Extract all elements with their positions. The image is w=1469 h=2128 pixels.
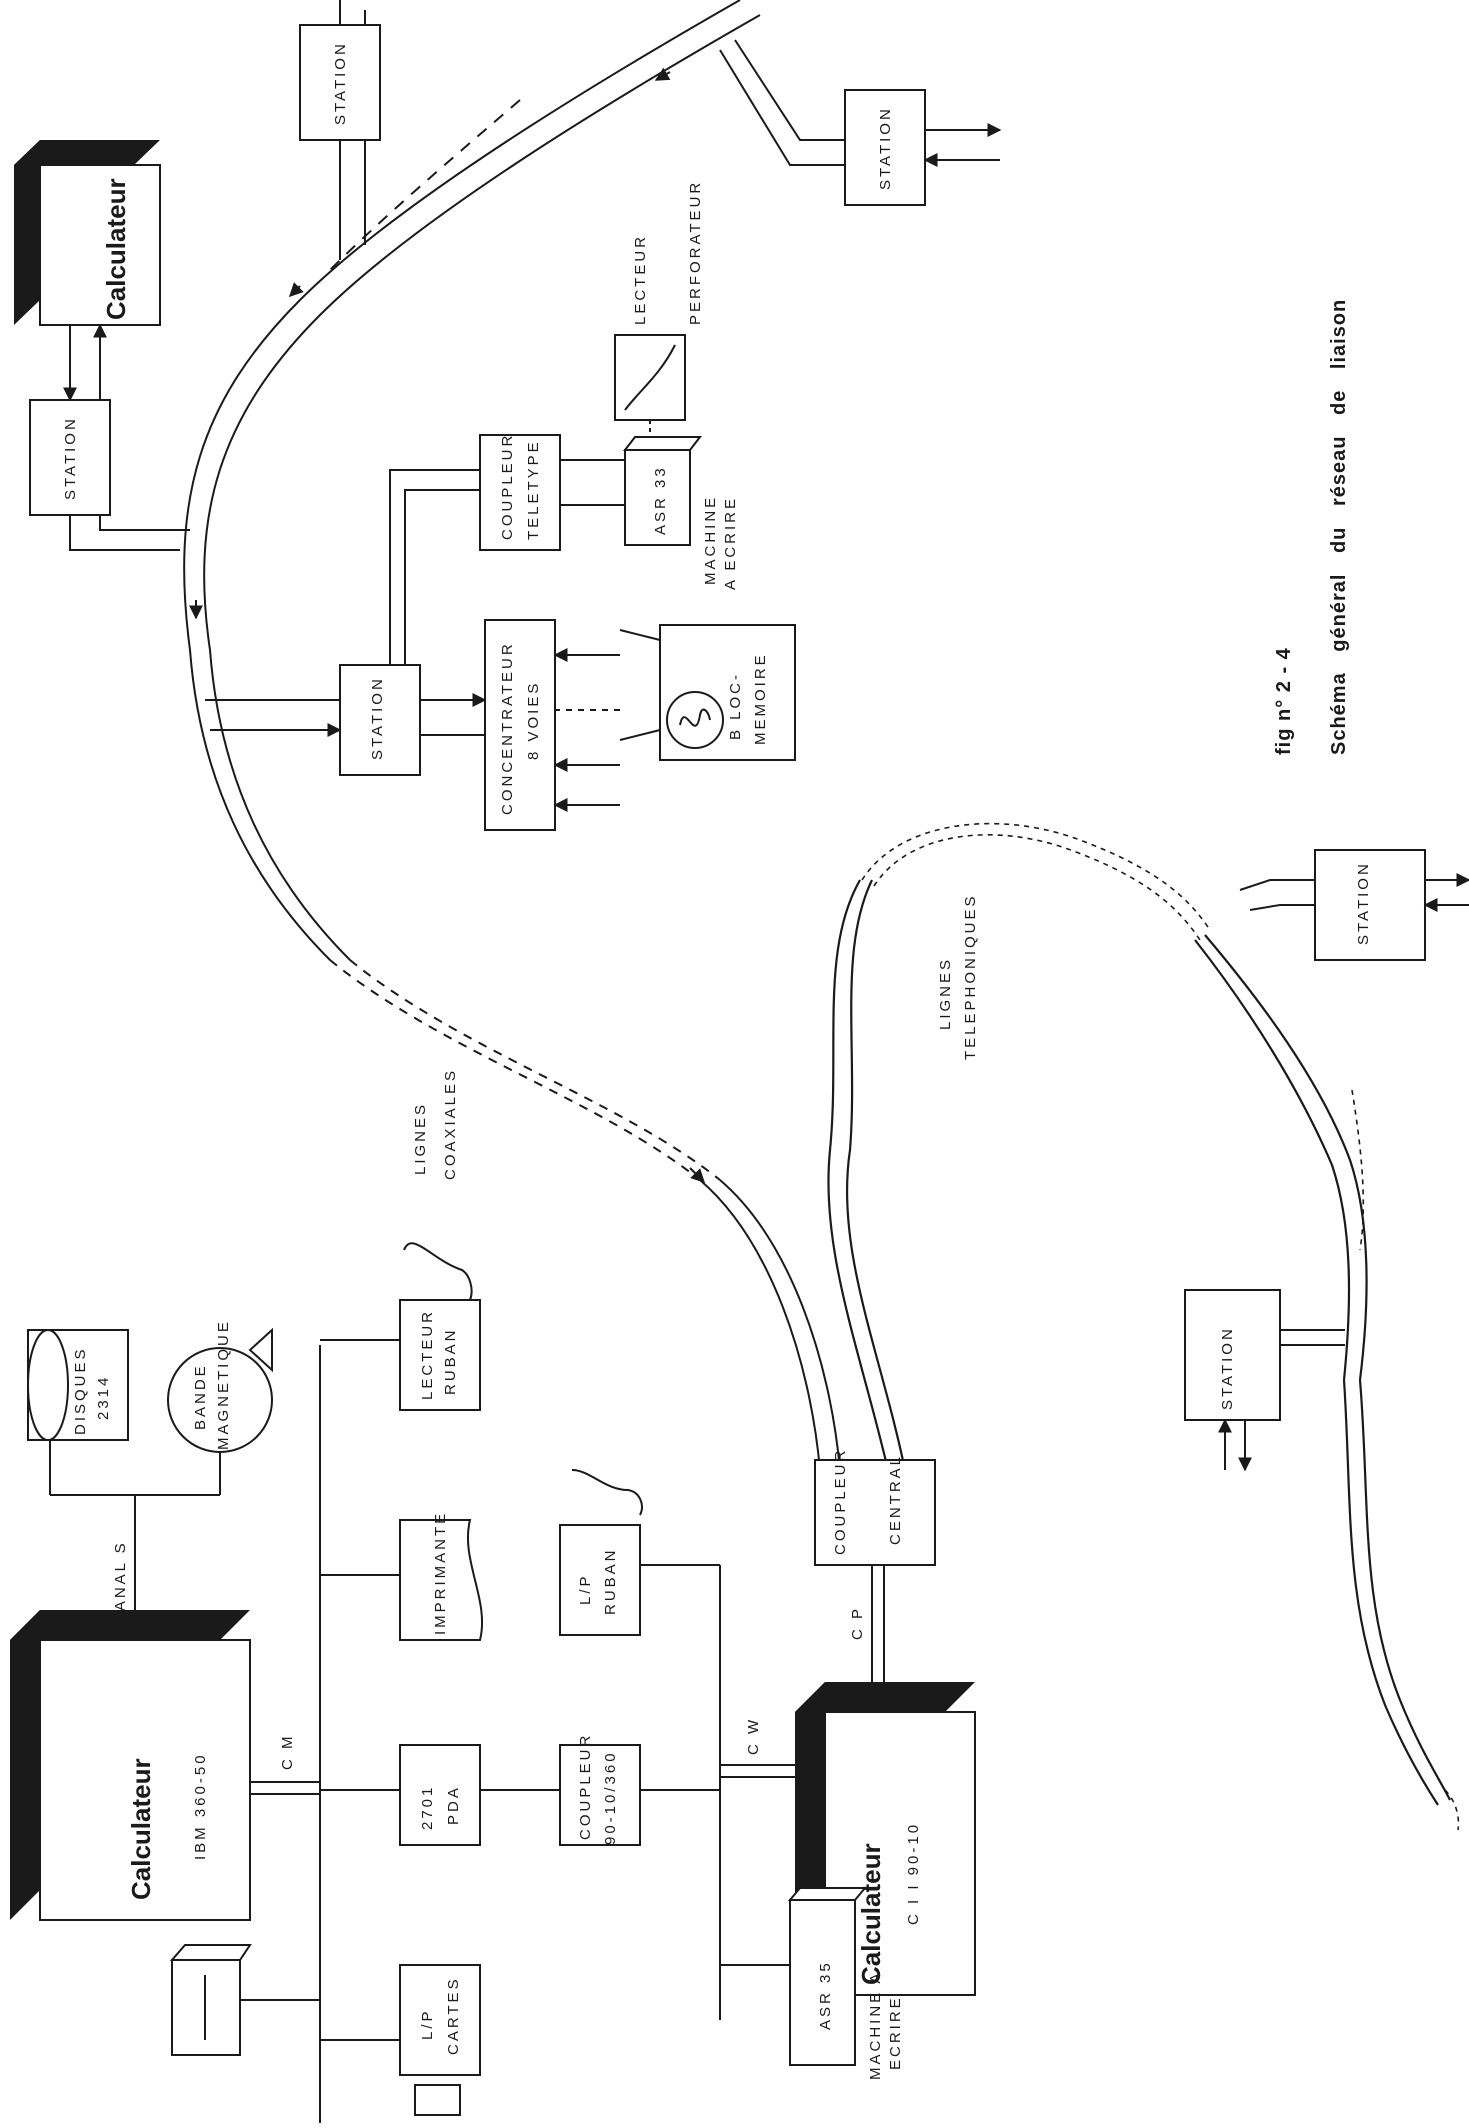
svg-text:CARTES: CARTES bbox=[445, 1976, 462, 2055]
ibm-title: Calculateur bbox=[126, 1758, 156, 1900]
cw-label: C W bbox=[745, 1717, 762, 1755]
station-top-right: STATION bbox=[719, 39, 1002, 206]
svg-text:2701: 2701 bbox=[419, 1785, 436, 1830]
telephone-label-2: TELEPHONIQUES bbox=[962, 893, 979, 1060]
svg-text:RUBAN: RUBAN bbox=[442, 1327, 459, 1395]
svg-text:IMPRIMANTE: IMPRIMANTE bbox=[432, 1511, 449, 1635]
svg-text:A ECRIRE: A ECRIRE bbox=[722, 496, 739, 590]
cm-label: C M bbox=[279, 1734, 296, 1771]
station-bottom: STATION bbox=[1184, 1289, 1345, 1472]
station-remote: STATION bbox=[29, 323, 190, 551]
asr-33: ASR 33 MACHINE A ECRIRE bbox=[622, 436, 739, 590]
svg-text:8 VOIES: 8 VOIES bbox=[525, 681, 542, 760]
figure-caption: Schéma général du réseau de liaison bbox=[1328, 299, 1350, 755]
svg-text:MEMOIRE: MEMOIRE bbox=[752, 652, 769, 745]
svg-text:TELETYPE: TELETYPE bbox=[525, 439, 542, 540]
svg-text:COUPLEUR: COUPLEUR bbox=[577, 1733, 594, 1840]
remote-computer: Calculateur bbox=[14, 140, 161, 326]
coupleur-central: COUPLEUR CENTRAL bbox=[814, 1448, 936, 1566]
svg-text:STATION: STATION bbox=[1355, 861, 1372, 945]
svg-text:RUBAN: RUBAN bbox=[602, 1547, 619, 1615]
bande-magnetique: BANDE MAGNETIQUE bbox=[167, 1319, 273, 1453]
svg-text:ASR 35: ASR 35 bbox=[817, 1960, 834, 2030]
svg-text:STATION: STATION bbox=[877, 106, 894, 190]
svg-text:90-10/360: 90-10/360 bbox=[602, 1750, 619, 1845]
concentrateur-8-voies: CONCENTRATEUR 8 VOIES bbox=[484, 619, 620, 831]
telephone-label-1: LIGNES bbox=[937, 957, 954, 1030]
svg-text:ECRIRE: ECRIRE bbox=[887, 1995, 904, 2070]
svg-text:CONCENTRATEUR: CONCENTRATEUR bbox=[499, 641, 516, 815]
telephone-lines bbox=[827, 822, 1460, 1831]
svg-text:MACHINE: MACHINE bbox=[702, 495, 719, 585]
ibm-computer: Calculateur IBM 360-50 bbox=[10, 1610, 251, 1921]
cii-title: Calculateur bbox=[856, 1843, 886, 1985]
lecteur-perforateur: LECTEUR PERFORATEUR bbox=[614, 180, 704, 421]
cii-model: C I I 90-10 bbox=[905, 1822, 922, 1925]
coaxial-label-1: LIGNES bbox=[412, 1102, 429, 1175]
svg-text:COUPLEUR: COUPLEUR bbox=[832, 1448, 849, 1555]
figure-number: fig n° 2 - 4 bbox=[1273, 647, 1295, 755]
coaxial-label-2: COAXIALES bbox=[442, 1068, 459, 1180]
disques-2314: DISQUES 2314 bbox=[27, 1329, 129, 1441]
canals-label: CANAL S bbox=[112, 1540, 129, 1625]
svg-text:ASR 33: ASR 33 bbox=[652, 465, 669, 535]
station-middle: STATION bbox=[205, 664, 487, 776]
svg-text:PDA: PDA bbox=[445, 1785, 462, 1825]
svg-text:2314: 2314 bbox=[95, 1375, 112, 1420]
imprimante: IMPRIMANTE bbox=[399, 1511, 484, 1641]
coupleur-90-10-360: COUPLEUR 90-10/360 bbox=[559, 1733, 641, 1846]
svg-text:STATION: STATION bbox=[62, 416, 79, 500]
coupleur-teletype: COUPLEUR TELETYPE bbox=[389, 433, 625, 665]
svg-text:MAGNETIQUE: MAGNETIQUE bbox=[215, 1319, 232, 1450]
svg-text:DISQUES: DISQUES bbox=[72, 1346, 89, 1435]
lp-cartes: L/P CARTES bbox=[399, 1964, 481, 2116]
cp-label: C P bbox=[849, 1606, 866, 1640]
svg-text:STATION: STATION bbox=[1219, 1326, 1236, 1410]
svg-text:B LOC-: B LOC- bbox=[727, 672, 744, 740]
svg-text:STATION: STATION bbox=[332, 41, 349, 125]
lecteur-ruban: LECTEUR RUBAN bbox=[399, 1242, 481, 1411]
ibm-model: IBM 360-50 bbox=[192, 1752, 209, 1860]
station-telephone: STATION bbox=[1239, 849, 1469, 961]
svg-text:LECTEUR: LECTEUR bbox=[632, 234, 649, 325]
svg-text:BANDE: BANDE bbox=[192, 1363, 209, 1430]
asr-35: ASR 35 MACHINE A ECRIRE bbox=[787, 1887, 904, 2080]
svg-text:CENTRAL: CENTRAL bbox=[887, 1454, 904, 1545]
ibm-terminal bbox=[169, 1944, 252, 2056]
bloc-memoire: B LOC- MEMOIRE bbox=[619, 624, 796, 761]
svg-text:LECTEUR: LECTEUR bbox=[419, 1309, 436, 1400]
svg-text:PERFORATEUR: PERFORATEUR bbox=[687, 180, 704, 325]
coaxial-cable bbox=[183, 0, 841, 1471]
remote-title: Calculateur bbox=[101, 178, 131, 320]
station-top: STATION bbox=[299, 0, 381, 260]
svg-text:L/P: L/P bbox=[419, 2008, 436, 2040]
lp-ruban: L/P RUBAN bbox=[559, 1469, 643, 1636]
pda-2701: 2701 PDA bbox=[399, 1744, 481, 1846]
svg-text:L/P: L/P bbox=[577, 1573, 594, 1605]
svg-text:STATION: STATION bbox=[369, 676, 386, 760]
svg-text:COUPLEUR: COUPLEUR bbox=[499, 433, 516, 540]
svg-text:MACHINE A: MACHINE A bbox=[867, 1970, 884, 2080]
